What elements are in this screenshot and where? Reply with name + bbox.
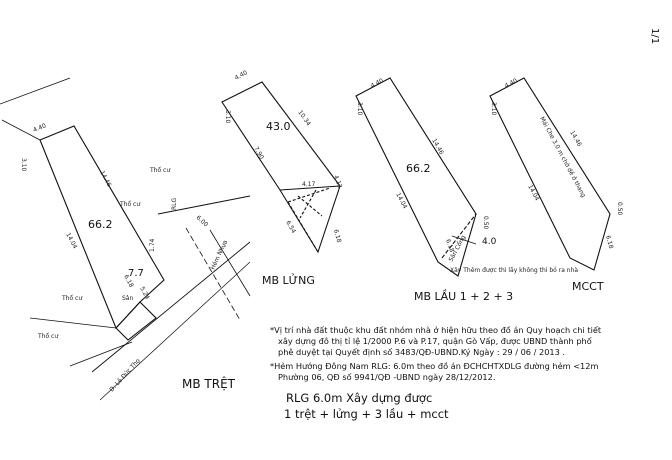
ground-dim-right: 14.46 — [98, 170, 112, 189]
note-line-2: xây dựng đô thị tỉ lệ 1/2000 P.6 và P.17… — [278, 336, 592, 347]
summary-line-2: 1 trệt + lửng + 3 lầu + mcct — [284, 407, 449, 421]
rlg-label: RLG — [171, 197, 178, 210]
note-line-5: Phường 06, QĐ số 9941/QĐ -UBND ngày 28/1… — [278, 372, 495, 382]
note-line-3: phê duyệt tại Quyết định số 3483/QĐ-UBND… — [278, 347, 565, 358]
mez-dim-side: 10.34 — [296, 109, 312, 127]
roof-dim-right: 14.46 — [568, 130, 583, 149]
summary-line-1: RLG 6.0m Xây dựng được — [286, 391, 432, 405]
ground-dim-low: 5.24 — [138, 286, 151, 301]
ground-dim-step: 1.74 — [149, 238, 156, 252]
mez-dim-left: 3.10 — [224, 110, 231, 124]
road-label: Hẻm Nhựa — [209, 239, 229, 271]
mez-dim-b1: 6.54 — [284, 220, 297, 235]
ground-yard-label: Sân — [122, 295, 133, 302]
roof-dim-mid: 14.04 — [526, 184, 540, 203]
neighbor-label-4: Thổ cư — [37, 333, 59, 340]
neighbor-label-2: Thổ cư — [119, 201, 141, 208]
floors-dim-left: 3.10 — [356, 102, 363, 116]
ground-small-area: 7.7 — [128, 268, 144, 279]
ground-dim-top: 4.40 — [32, 122, 47, 134]
ground-area: 66.2 — [88, 218, 113, 231]
legal-notes: *Vị trí nhà đất thuộc khu đất nhóm nhà ở… — [270, 325, 602, 382]
mezzanine-area: 43.0 — [266, 120, 291, 133]
note-line-4: *Hẻm Hướng Đông Nam RLG: 6.0m theo đồ án… — [270, 361, 598, 371]
note-line-1: *Vị trí nhà đất thuộc khu đất nhóm nhà ở… — [270, 325, 602, 336]
ground-floor-plan — [0, 77, 251, 401]
mezzanine-plan — [221, 81, 341, 254]
floors-plan-label: MB LẦU 1 + 2 + 3 — [414, 289, 513, 303]
floors-plan — [355, 77, 477, 277]
floors-dim-c: 4.0 — [482, 237, 497, 247]
ground-dim-road: 6.00 — [195, 214, 210, 228]
ground-dim-left: 3.10 — [20, 158, 27, 172]
mezzanine-plan-label: MB LỬNG — [262, 273, 315, 287]
roof-plan-label: MCCT — [572, 280, 604, 293]
floors-dim-b: 6.18 — [444, 238, 455, 253]
roof-dim-r: 0.50 — [616, 202, 623, 216]
floors-dim-mid: 14.04 — [394, 192, 408, 211]
floors-dim-top: 4.40 — [370, 77, 385, 90]
roof-dim-b: 6.18 — [604, 235, 614, 250]
page-marker: 1/1 — [649, 28, 660, 44]
roof-plan — [489, 77, 611, 271]
floors-dim-right: 14.46 — [430, 138, 445, 157]
roof-dim-left: 3.10 — [490, 102, 497, 116]
floors-dim-r: 0.50 — [482, 216, 489, 230]
neighbor-label-3: Thổ cư — [61, 295, 83, 302]
ground-plan-label: MB TRỆT — [182, 376, 236, 391]
mez-dim-diag: 4.17 — [302, 181, 316, 188]
mez-dim-mid: 7.90 — [252, 146, 265, 161]
mez-dim-b2: 6.18 — [332, 229, 342, 244]
mez-dim-r: 4.12 — [332, 174, 343, 189]
ground-dim-mid: 14.04 — [64, 232, 78, 251]
floors-area: 66.2 — [406, 162, 431, 175]
roof-dim-top: 4.40 — [504, 77, 519, 90]
mez-dim-top: 4.40 — [234, 69, 249, 82]
roof-text: Mái Che 3.0 m chờ đề ở thang — [538, 115, 588, 199]
neighbor-label-1: Thổ cư — [149, 167, 171, 174]
street-label: Đ. Lê Đức Thọ — [108, 357, 142, 393]
roof-note: Xây Thêm được thì lấy không thì bỏ ra nh… — [450, 267, 578, 274]
